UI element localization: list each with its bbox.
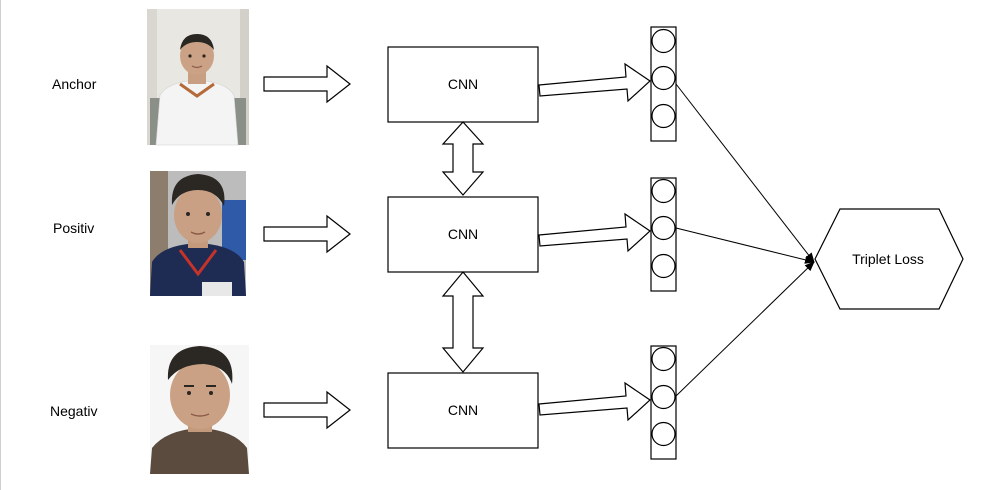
triplet-loss-node	[814, 208, 964, 310]
positive-cnn-box	[387, 196, 539, 273]
anchor-embedding-vector	[650, 26, 677, 142]
shared-weights-arrow-top	[441, 121, 485, 196]
anchor-label: Anchor	[52, 76, 97, 92]
negative-output-arrow	[538, 381, 651, 422]
anchor-cnn-label: CNN	[448, 76, 478, 92]
embedding-node	[651, 215, 676, 241]
embedding-node	[651, 346, 676, 372]
anchor-input-arrow	[263, 64, 351, 104]
negative-to-loss-connector	[675, 261, 815, 397]
embedding-node	[651, 421, 676, 447]
embedding-node	[651, 253, 676, 279]
negative-input-arrow	[263, 390, 351, 430]
negative-label: Negativ	[50, 403, 97, 419]
shared-weights-arrow-bottom	[441, 271, 485, 373]
positive-cnn-label: CNN	[448, 226, 478, 242]
positive-embedding-vector	[650, 177, 677, 292]
anchor-to-loss-connector	[675, 83, 815, 263]
triplet-loss-label: Triplet Loss	[852, 251, 924, 267]
positive-photo	[150, 171, 246, 296]
negative-embedding-vector	[650, 345, 677, 460]
positive-to-loss-connector	[675, 227, 815, 264]
anchor-photo	[147, 9, 249, 146]
positive-label: Positiv	[53, 220, 94, 236]
anchor-output-arrow	[538, 62, 651, 103]
negative-cnn-label: CNN	[448, 402, 478, 418]
embedding-node	[651, 28, 676, 54]
negative-cnn-box	[387, 372, 539, 449]
embedding-node	[651, 384, 676, 410]
anchor-cnn-box	[387, 46, 539, 123]
positive-output-arrow	[538, 212, 651, 253]
embedding-node	[651, 103, 676, 129]
positive-input-arrow	[263, 214, 351, 254]
embedding-node	[651, 65, 676, 91]
embedding-node	[651, 178, 676, 204]
negative-photo	[150, 345, 249, 474]
